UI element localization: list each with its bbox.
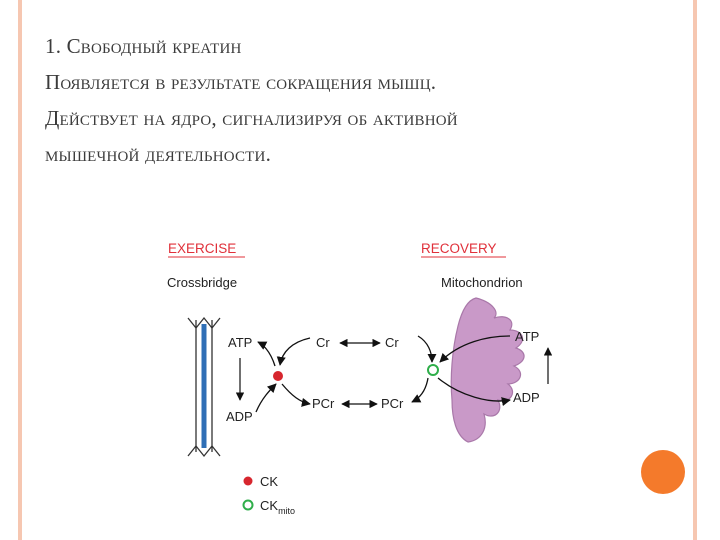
recovery-heading: RECOVERY [421, 241, 497, 256]
ckmito-to-pcr-arrow [411, 377, 429, 403]
slide-title: 1. Свободный креатин [45, 34, 242, 58]
mitochondrion-shape [450, 297, 525, 443]
slide-text: 1. Свободный креатин Появляется в резуль… [45, 28, 685, 172]
legend-ckmito-main: CK [260, 498, 278, 513]
recovery-atp-label: ATP [515, 329, 539, 344]
legend-ck-label: CK [260, 474, 278, 489]
crossbridge-filament [187, 316, 221, 458]
exercise-adp-label: ADP [226, 409, 253, 424]
legend-ck-marker [243, 476, 253, 486]
legend-ckmito-subscript: mito [278, 506, 295, 516]
adp-to-ck-arrow [255, 383, 277, 413]
ckmito-marker [427, 364, 439, 376]
cr-to-ckmito-arrow [417, 335, 437, 363]
body-line-2: Действует на ядро, сигнализируя об актив… [45, 106, 458, 130]
atp-to-ckmito-arrow [439, 335, 511, 363]
body-line-1: Появляется в результате сокращения мышц. [45, 70, 437, 94]
legend-ckmito-marker [242, 499, 254, 511]
ck-to-atp-arrow [257, 341, 276, 367]
ckmito-to-adp-arrow [437, 377, 511, 407]
ck-marker [273, 371, 283, 381]
decorative-orange-circle [641, 450, 685, 494]
pcr-label-left: PCr [312, 396, 335, 411]
mitochondrion-label: Mitochondrion [441, 275, 523, 290]
exercise-heading: EXERCISE [168, 241, 236, 256]
crossbridge-label: Crossbridge [167, 275, 237, 290]
exercise-atp-label: ATP [228, 335, 252, 350]
cr-label-right: Cr [385, 335, 399, 350]
pcr-to-ck-arrow [281, 383, 311, 407]
body-line-3: мышечной деятельности. [45, 142, 272, 166]
legend-ckmito-label: CKmito [260, 498, 295, 516]
pcr-label-right: PCr [381, 396, 404, 411]
slide-frame-right-border [693, 0, 697, 540]
slide-frame-left-border [18, 0, 22, 540]
cr-to-ck-arrow [276, 337, 311, 366]
recovery-adp-label: ADP [513, 390, 540, 405]
cr-label-left: Cr [316, 335, 330, 350]
